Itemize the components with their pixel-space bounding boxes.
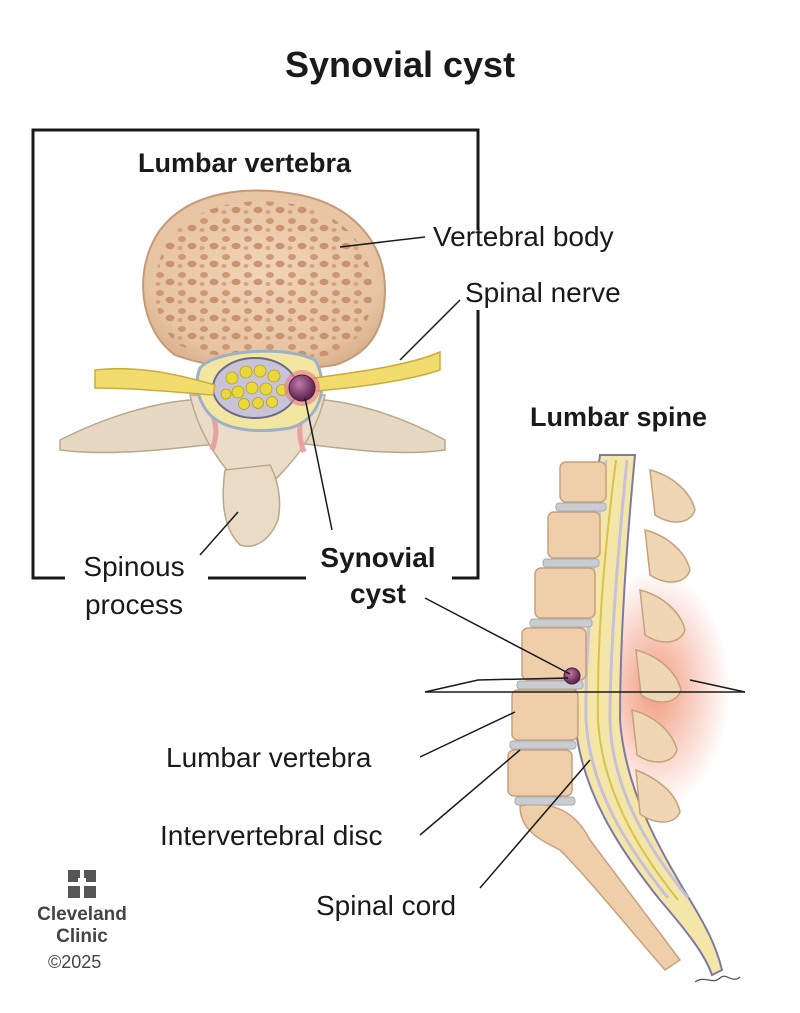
artist-signature — [694, 975, 741, 983]
label-synovial-cyst-line2: cyst — [349, 578, 407, 609]
label-spinous-process: Spinous process — [70, 548, 198, 624]
cleveland-clinic-logo-icon — [68, 870, 96, 898]
logo-line2: Clinic — [56, 926, 108, 947]
diagram-title: Synovial cyst — [284, 44, 516, 85]
spine-leader-lines — [419, 597, 746, 889]
label-vertebral-body: Vertebral body — [433, 221, 614, 252]
inset-leader-lines — [199, 236, 461, 556]
vertebra-axial — [59, 189, 446, 547]
label-spinous-process-line1: Spinous — [83, 551, 185, 582]
label-lumbar-vertebra: Lumbar vertebra — [166, 742, 372, 773]
label-intervertebral-disc: Intervertebral disc — [160, 820, 383, 851]
cleveland-clinic-logo-text: Cleveland Clinic — [36, 904, 128, 948]
copyright-text: ©2025 — [48, 952, 102, 972]
label-spinal-nerve: Spinal nerve — [465, 277, 621, 308]
label-synovial-cyst: Synovial cyst — [314, 540, 442, 612]
inset-frame — [31, 128, 480, 580]
label-spinous-process-line2: process — [84, 589, 184, 620]
logo-line1: Cleveland — [37, 904, 127, 925]
spine-sagittal — [507, 454, 730, 977]
label-spinal-cord: Spinal cord — [316, 890, 457, 921]
spine-heading: Lumbar spine — [530, 402, 708, 432]
inset-heading: Lumbar vertebra — [138, 148, 352, 178]
label-synovial-cyst-line1: Synovial — [320, 542, 436, 573]
